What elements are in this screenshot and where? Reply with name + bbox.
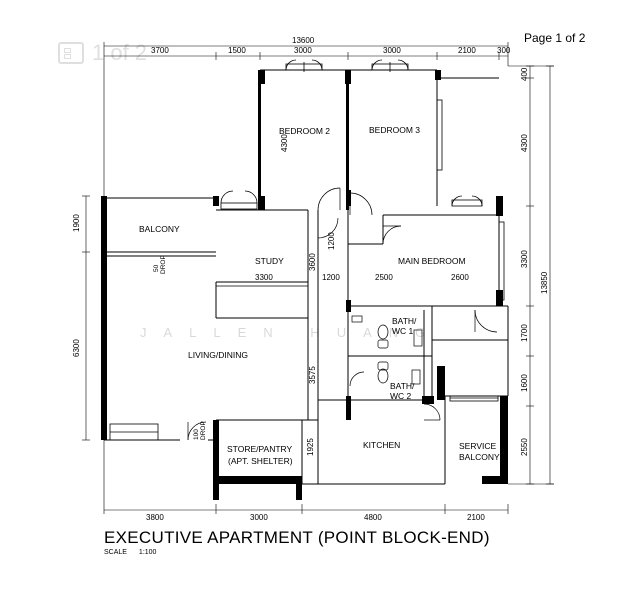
dim-top-1: 3700 [151,46,169,55]
room-bath-wc2-line1: BATH/ [390,381,415,391]
room-bath-wc1-line2: WC 1 [392,326,414,336]
dim-right-1: 400 [520,67,529,81]
drawing-title: EXECUTIVE APARTMENT (POINT BLOCK-END) [104,528,490,547]
dim-main-bedroom-b: 2600 [451,273,469,282]
walls-thick [101,70,508,500]
dim-right-2: 4300 [520,134,529,152]
dim-top-3: 3000 [294,46,312,55]
dimension-lines [82,42,554,514]
windows [109,59,505,441]
dim-bottom-1: 3800 [146,513,164,522]
drawing-scale: SCALE 1:100 [104,549,156,556]
page-indicator: Page 1 of 2 [524,31,586,45]
dim-top-4: 3000 [383,46,401,55]
dim-top-5: 2100 [458,46,476,55]
inner-dimension-labels: 4300 3300 1200 1200 3600 2500 2600 3575 … [255,134,469,456]
room-bedroom2: BEDROOM 2 [279,126,330,136]
dim-store-width: 1925 [306,438,315,456]
dim-left-1: 1900 [72,214,81,232]
dim-corridor-height: 1200 [327,232,336,250]
ghost-page-control: 1 of 2 [58,40,147,66]
room-main-bedroom: MAIN BEDROOM [398,256,466,266]
dim-main-bedroom-a: 2500 [375,273,393,282]
dim-top-2: 1500 [228,46,246,55]
dim-bedroom2-depth: 4300 [280,134,289,152]
dim-left-2: 6300 [72,339,81,357]
thumbnails-icon [58,42,84,64]
dim-bottom-3: 4800 [364,513,382,522]
dimension-labels: 13600 3700 1500 3000 3000 2100 300 3800 … [72,36,549,522]
room-balcony: BALCONY [139,224,180,234]
dim-top-6: 300 [497,46,511,55]
room-service-balcony-line2: BALCONY [459,452,500,462]
drop-50-value: 50 [153,264,160,272]
ghost-page-text: 1 of 2 [92,40,148,65]
dim-corridor-width: 1200 [322,273,340,282]
dim-right-4: 1700 [520,324,529,342]
dim-bottom-2: 3000 [250,513,268,522]
drop-100-value: 100 [193,429,200,440]
room-store-pantry-line2: (APT. SHELTER) [228,456,293,466]
room-store-pantry-line1: STORE/PANTRY [227,444,293,454]
drop-100-label: DROP [200,421,207,440]
dim-total-width: 13600 [292,36,315,45]
dim-study-width: 3300 [255,273,273,282]
doors [187,187,498,441]
scale-value: 1:100 [138,549,157,556]
dim-study-depth: 3600 [308,253,317,271]
scale-label: SCALE [104,549,127,556]
room-service-balcony-line1: SERVICE [459,441,496,451]
dim-bottom-4: 2100 [467,513,485,522]
dim-total-height: 13850 [540,271,549,294]
dim-living-depth: 3575 [308,366,317,384]
room-bedroom3: BEDROOM 3 [369,125,420,135]
watermark-text: JALLEN HUANG [140,325,442,340]
room-study: STUDY [255,256,284,266]
dim-right-5: 1600 [520,374,529,392]
dim-right-6: 2550 [520,438,529,456]
room-bath-wc1-line1: BATH/ [392,316,417,326]
room-labels: BEDROOM 2 BEDROOM 3 BALCONY STUDY MAIN B… [139,125,500,466]
room-living-dining: LIVING/DINING [188,350,248,360]
dim-right-3: 3300 [520,250,529,268]
room-bath-wc2-line2: WC 2 [390,391,412,401]
drop-50-label: DROP [160,255,167,274]
room-kitchen: KITCHEN [363,440,400,450]
